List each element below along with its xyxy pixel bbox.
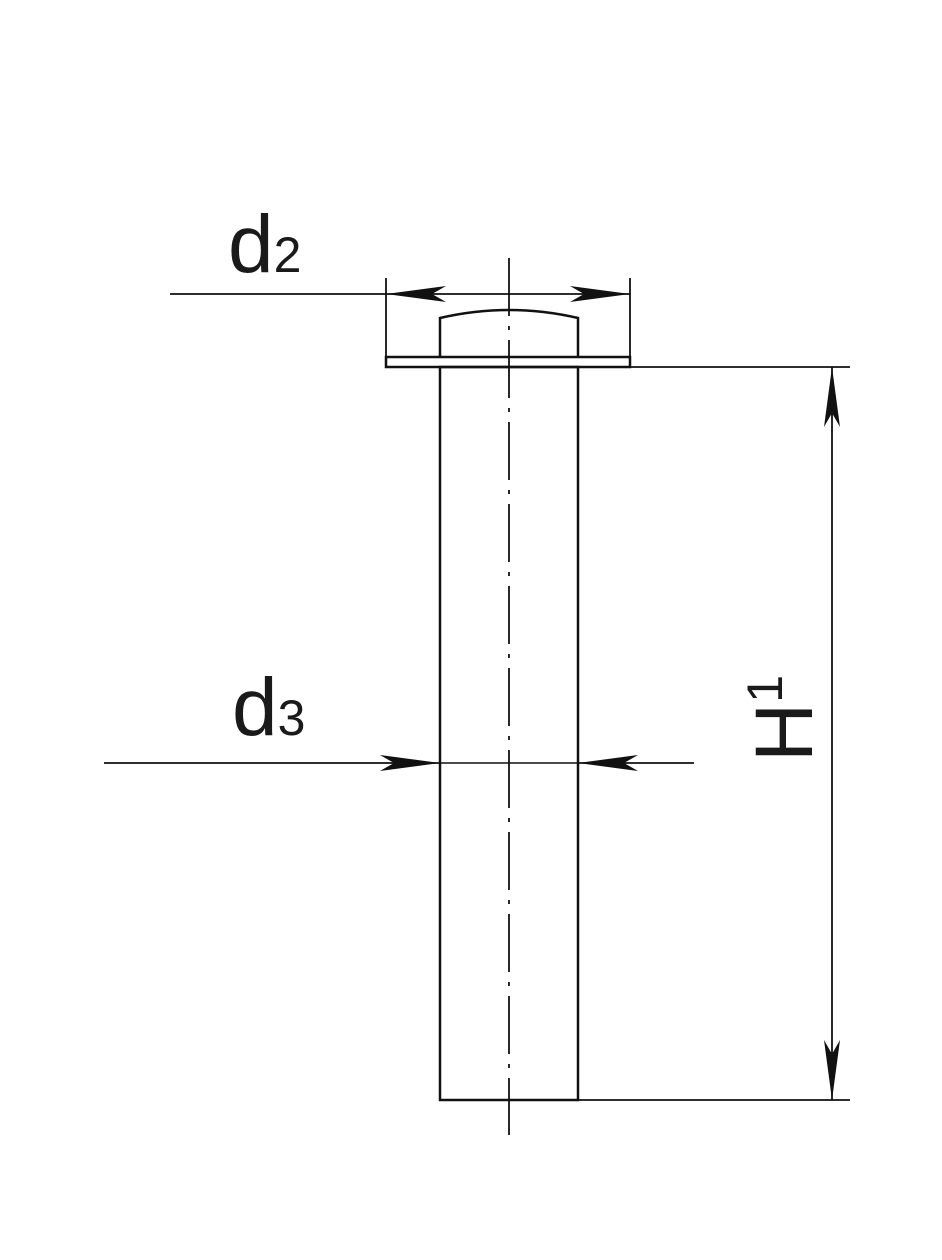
dimension-d3: d3: [104, 662, 694, 771]
dimension-d2: d2: [170, 199, 631, 357]
head-dome: [438, 308, 580, 357]
dimension-h1: H1: [578, 366, 850, 1101]
d3-label-sub: 3: [278, 690, 306, 746]
d3-label: d3: [232, 662, 305, 753]
shaft-body: [438, 365, 580, 1102]
h1-label-main: H: [739, 703, 830, 762]
head-flange: [384, 355, 632, 369]
d2-label-sub: 2: [274, 227, 302, 283]
h1-label-sub: 1: [737, 675, 793, 703]
d2-label: d2: [228, 199, 301, 290]
h1-label: H1: [737, 675, 830, 762]
d2-label-main: d: [228, 199, 274, 290]
d3-label-main: d: [232, 662, 278, 753]
